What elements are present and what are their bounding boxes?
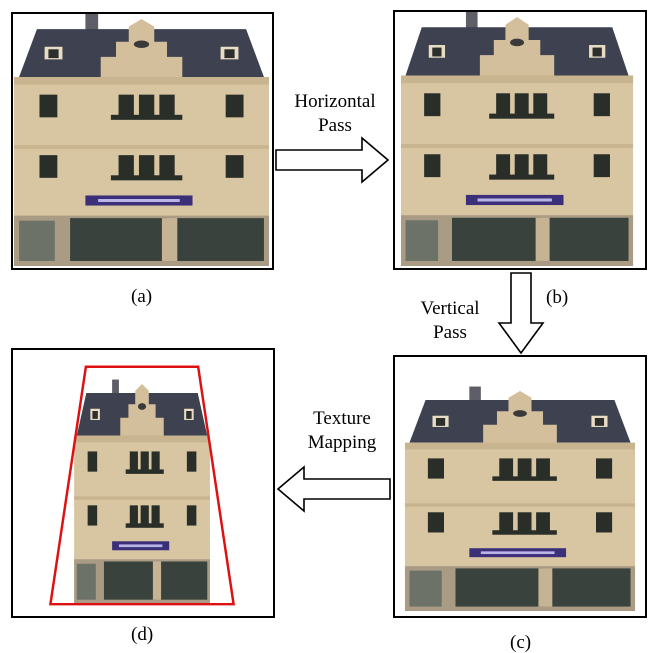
panel-d-building-image [48,365,236,606]
panel-b-horizontal-pass-result [393,10,647,270]
texture-mapping-line2: Mapping [307,432,377,453]
texture-mapping-line1: Texture [313,408,371,429]
horizontal-pass-line2: Pass [318,115,352,136]
panel-c-vertical-pass-result [393,355,647,618]
vertical-pass-label: Vertical Pass [400,297,500,345]
panel-a-original [11,12,274,270]
caption-a: (a) [131,286,153,307]
texture-mapping-arrow [276,465,391,513]
projection-outline [48,365,236,606]
panel-c-building-image [404,386,636,612]
horizontal-pass-arrow [275,136,390,184]
vertical-pass-line1: Vertical [420,298,480,319]
horizontal-pass-line1: Horizontal [294,91,376,112]
panel-a-building-image [13,14,270,267]
caption-d: (d) [131,624,154,645]
panel-d-texture-mapped [11,348,275,618]
panel-b-building-image [400,12,634,267]
caption-c: (c) [510,632,532,653]
caption-b: (b) [546,287,569,308]
vertical-pass-arrow [497,272,545,355]
texture-mapping-label: Texture Mapping [290,407,394,455]
horizontal-pass-label: Horizontal Pass [277,90,393,138]
vertical-pass-line2: Pass [433,322,467,343]
